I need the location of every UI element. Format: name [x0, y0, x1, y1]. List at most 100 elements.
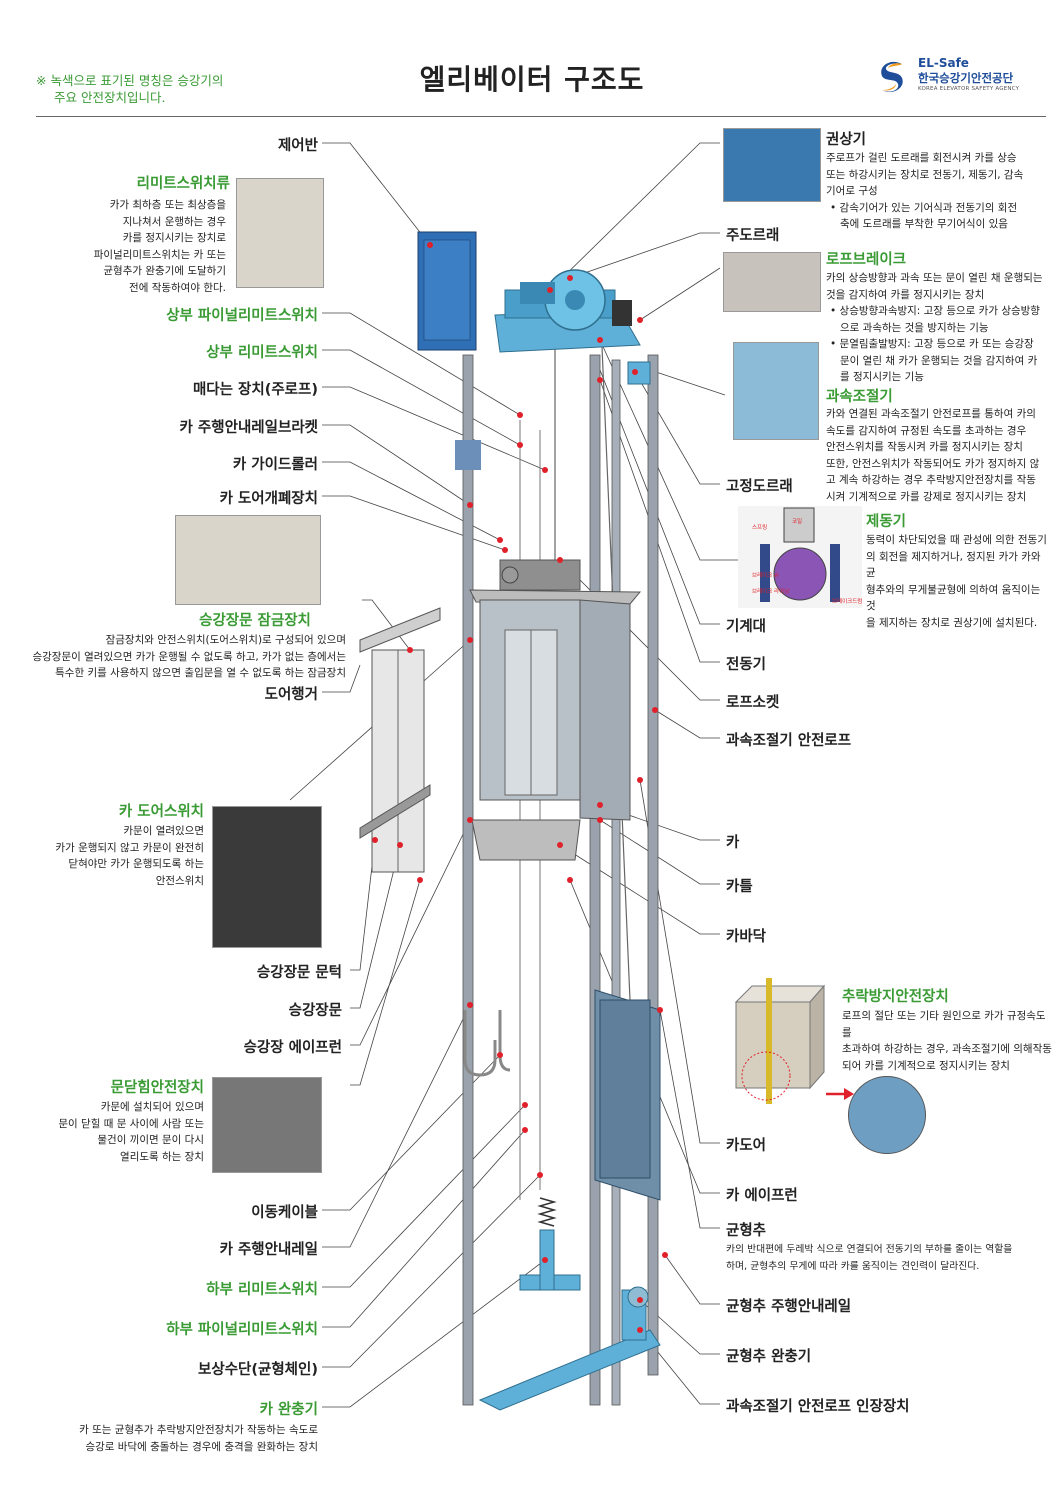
control-panel-illustration	[417, 231, 477, 351]
label-upper-final-limit: 상부 파이널리미트스위치	[166, 308, 318, 324]
brake-desc-line: 형추와의 무게불균형에 의하여 움직이는 것	[866, 583, 1041, 613]
label-traction-machine: 권상기	[826, 132, 867, 148]
landing-door-lock-desc-line: 특수한 키를 사용하지 않으면 출입문을 열 수 없도록 하는 잠금장치	[55, 667, 346, 679]
label-car-guide-roller: 카 가이드롤러	[232, 457, 318, 473]
limit-switches-desc-line: 지나쳐서 운행하는 경우	[122, 215, 226, 228]
brake-part-coil: 코일	[792, 519, 803, 525]
label-traveling-cable: 이동케이블	[251, 1205, 318, 1221]
car-buffer-desc-line: 승강로 바닥에 충돌하는 경우에 충격을 완화하는 장치	[85, 1440, 318, 1453]
car-door-switch-desc-line: 닫혀야만 카가 운행되도록 하는	[68, 858, 204, 870]
label-car-buffer: 카 완충기	[259, 1402, 318, 1418]
traction-machine-photo	[723, 128, 821, 202]
governor-desc-line: 카와 연결된 과속조절기 안전로프를 통하여 카의	[826, 408, 1036, 420]
label-counterweight: 균형추	[726, 1223, 767, 1239]
door-safety-photo	[212, 1077, 322, 1173]
limit-switches-desc-line: 카가 최하층 또는 최상층을	[109, 199, 226, 211]
car-door-switch-desc-line: 카문이 열려있으면	[123, 825, 204, 837]
brake-drum-icon	[760, 507, 840, 602]
label-door-hanger: 도어행거	[264, 687, 318, 703]
section-car-door-switch: 카 도어스위치	[118, 804, 204, 820]
logo-org: 한국승강기안전공단	[918, 71, 1014, 85]
safety-gear-detail-photo	[848, 1076, 926, 1154]
limit-switches-desc-line: 카를 정지시키는 장치로	[122, 232, 226, 244]
logo-brand: EL-Safe	[918, 56, 969, 70]
rope-brake-bullet: • 문열림출발방지: 고장 등으로 카 또는 승강장	[830, 338, 1034, 350]
label-cwt-buffer: 균형추 완충기	[726, 1349, 812, 1365]
traction-machine-desc-line: 주로프가 걸린 도르래를 회전시켜 카를 상승	[826, 152, 1017, 164]
safety-gear-block-icon	[734, 978, 826, 1104]
bullet-text: 감속기어가 있는 기어식과 전동기의 회전	[839, 201, 1018, 214]
label-suspension: 매다는 장치(주로프)	[192, 382, 318, 398]
limit-switch-photo	[236, 178, 324, 288]
legend-note: ※ 녹색으로 표기된 명칭은 승강기의 주요 안전장치입니다.	[36, 72, 223, 106]
rope-brake-photo	[723, 252, 821, 312]
brake-diagram-photo	[738, 506, 862, 608]
limit-switches-desc-line: 전에 작동하여야 한다.	[129, 281, 226, 294]
header-divider	[36, 116, 1046, 117]
label-rope-socket: 로프소켓	[726, 695, 780, 711]
safety-gear-desc-line: 되어 카를 기계적으로 정지시키는 장치	[842, 1059, 1010, 1072]
limit-switches-desc: 카가 최하층 또는 최상층을 지나쳐서 운행하는 경우 카를 정지시키는 장치로…	[60, 197, 226, 296]
pit-illustration	[478, 1197, 661, 1411]
traction-machine-desc-line: 기어로 구성	[826, 185, 878, 197]
door-safety-desc-line: 물건이 끼이면 문이 다시	[97, 1134, 204, 1146]
governor-desc-line: 또한, 안전스위치가 작동되어도 카가 정지하지 않	[826, 457, 1040, 470]
landing-door-lock-desc-line: 승강장문이 열려있으면 카가 운행될 수 없도록 하고, 카가 없는 층에서는	[32, 650, 346, 663]
car-door-switch-desc: 카문이 열려있으면 카가 운행되지 않고 카문이 완전히 닫혀야만 카가 운행되…	[30, 823, 204, 889]
arrow-right-icon	[826, 1088, 854, 1100]
safety-gear-illustration	[730, 976, 828, 1106]
component-markers	[372, 242, 668, 1333]
bullet-text: 으로 과속하는 것을 방지하는 기능	[840, 321, 989, 334]
bullet-text: 상승방향과속방지: 고장 등으로 카가 상승방향	[839, 305, 1040, 317]
label-governor-rope: 과속조절기 안전로프	[726, 733, 852, 749]
bullet-text: 문이 열린 채 카가 운행되는 것을 감지하여 카	[840, 354, 1038, 367]
label-car-guide-rail: 카 주행안내레일	[219, 1242, 318, 1258]
label-lower-final-limit: 하부 파이널리미트스위치	[166, 1322, 318, 1338]
landing-door-lock-photo	[175, 515, 321, 605]
traction-machine-bullet: • 감속기어가 있는 기어식과 전동기의 회전	[830, 201, 1018, 214]
label-car-frame: 카틀	[726, 879, 753, 895]
car-buffer-desc-line: 카 또는 균형추가 추락방지안전장치가 작동하는 속도로	[79, 1424, 318, 1436]
car-buffer-desc: 카 또는 균형추가 추락방지안전장치가 작동하는 속도로 승강로 바닥에 충돌하…	[20, 1422, 318, 1455]
car-door-switch-desc-line: 안전스위치	[155, 874, 204, 887]
label-machine-bed: 기계대	[726, 619, 767, 635]
bullet-text: 문열림출발방지: 고장 등으로 카 또는 승강장	[839, 338, 1034, 350]
logo-org-en: KOREA ELEVATOR SAFETY AGENCY	[918, 86, 1020, 92]
label-car-rail-bracket: 카 주행안내레일브라켓	[179, 420, 318, 436]
label-compensation: 보상수단(균형체인)	[198, 1362, 318, 1378]
door-safety-desc-line: 카문에 설치되어 있으며	[100, 1101, 204, 1113]
door-safety-desc-line: 열리도록 하는 장치	[120, 1150, 204, 1163]
section-safety-gear: 추락방지안전장치	[842, 989, 949, 1005]
bullet-text: 를 정지시키는 기능	[840, 371, 924, 383]
legend-note-line2: 주요 안전장치입니다.	[54, 90, 166, 105]
label-car-apron: 카 에이프런	[726, 1188, 798, 1204]
machine-room	[455, 269, 651, 470]
landing-door-lock-desc: 잠금장치와 안전스위치(도어스위치)로 구성되어 있으며 승강장문이 열려있으면…	[6, 632, 346, 682]
brake-part-drum: 브레이크드럼	[832, 599, 863, 605]
counterweight-illustration	[594, 989, 661, 1201]
car-door-switch-desc-line: 카가 운행되지 않고 카문이 완전히	[55, 841, 204, 854]
governor-desc-line: 고 계속 하강하는 경우 추락방지안전장치를 작동	[826, 474, 1036, 486]
traction-machine-desc: 주로프가 걸린 도르래를 회전시켜 카를 상승 또는 하강시키는 장치로 전동기…	[826, 150, 1052, 233]
label-car-door: 카도어	[726, 1138, 767, 1154]
car-illustration	[469, 559, 642, 861]
limit-switches-desc-line: 파이널리미트스위치는 카 또는	[93, 248, 226, 261]
label-main-sheave: 주도르래	[726, 228, 780, 244]
label-upper-limit: 상부 리미트스위치	[206, 345, 318, 361]
governor-desc-line: 시켜 기계적으로 카를 강제로 정지시키는 장치	[826, 490, 1027, 503]
governor-desc-line: 안전스위치를 작동시켜 카를 정지시키는 장치	[826, 441, 1023, 453]
section-governor: 과속조절기	[826, 389, 893, 405]
brake-desc: 동력이 차단되었을 때 관성에 의한 전동기 의 회전을 제지하거나, 정지된 …	[866, 532, 1052, 631]
rope-brake-bullet: • 상승방향과속방지: 고장 등으로 카가 상승방향	[830, 305, 1040, 317]
page-title: 엘리베이터 구조도	[419, 63, 645, 96]
landing-door-lock-desc-line: 잠금장치와 안전스위치(도어스위치)로 구성되어 있으며	[105, 634, 346, 646]
safety-gear-desc: 로프의 절단 또는 기타 원인으로 카가 규정속도를 초과하여 하강하는 경우,…	[842, 1008, 1052, 1074]
section-door-safety: 문닫힘안전장치	[110, 1080, 204, 1096]
label-landing-apron: 승강장 에이프런	[243, 1040, 342, 1056]
brake-part-spring: 스프링	[752, 525, 768, 531]
section-limit-switches: 리미트스위치류	[136, 176, 230, 192]
label-landing-door: 승강장문	[288, 1003, 342, 1019]
counterweight-desc: 카의 반대편에 두레박 식으로 연결되어 전동기의 부하를 줄이는 역할을 하며…	[726, 1242, 1056, 1275]
label-car: 카	[726, 835, 740, 851]
